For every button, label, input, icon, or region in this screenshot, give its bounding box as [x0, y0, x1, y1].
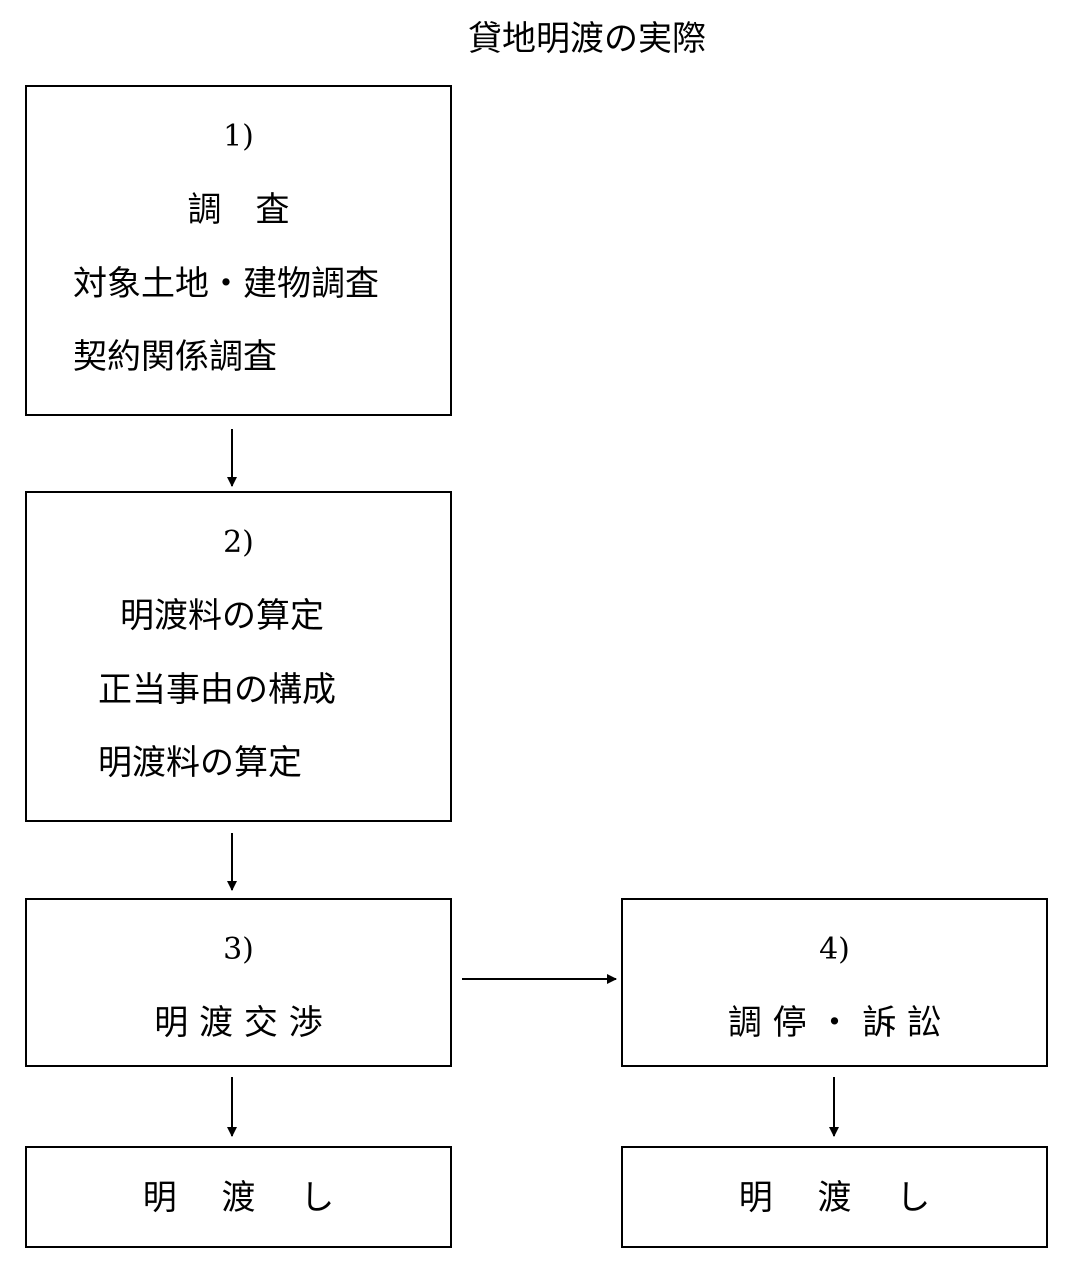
page-title: 貸地明渡の実際	[468, 19, 706, 59]
step-4-label: 調 停 ・ 訴 訟	[727, 1003, 942, 1043]
step-3-label: 明 渡 交 渉	[154, 1003, 323, 1043]
step-4-box: 4) 調 停 ・ 訴 訟	[621, 898, 1048, 1067]
step-2-box: 2) 明渡料の算定 正当事由の構成 明渡料の算定	[25, 491, 452, 822]
step-2-line: 明渡料の算定	[120, 596, 324, 636]
result-box-left: 明 渡 し	[25, 1146, 452, 1248]
result-box-right: 明 渡 し	[621, 1146, 1048, 1248]
step-3-number: 3)	[223, 932, 254, 967]
result-label: 明 渡 し	[738, 1178, 931, 1218]
step-1-line: 契約関係調査	[73, 337, 277, 377]
step-1-box: 1) 調 査 対象土地・建物調査 契約関係調査	[25, 85, 452, 416]
step-4-number: 4)	[819, 932, 850, 967]
result-label: 明 渡 し	[142, 1178, 335, 1218]
step-3-box: 3) 明 渡 交 渉	[25, 898, 452, 1067]
step-2-line: 正当事由の構成	[98, 670, 336, 710]
step-2-line: 明渡料の算定	[98, 743, 302, 783]
step-1-line: 対象土地・建物調査	[73, 264, 379, 304]
step-1-heading: 調 査	[187, 190, 290, 230]
step-2-number: 2)	[223, 525, 254, 560]
step-1-number: 1)	[223, 119, 254, 154]
